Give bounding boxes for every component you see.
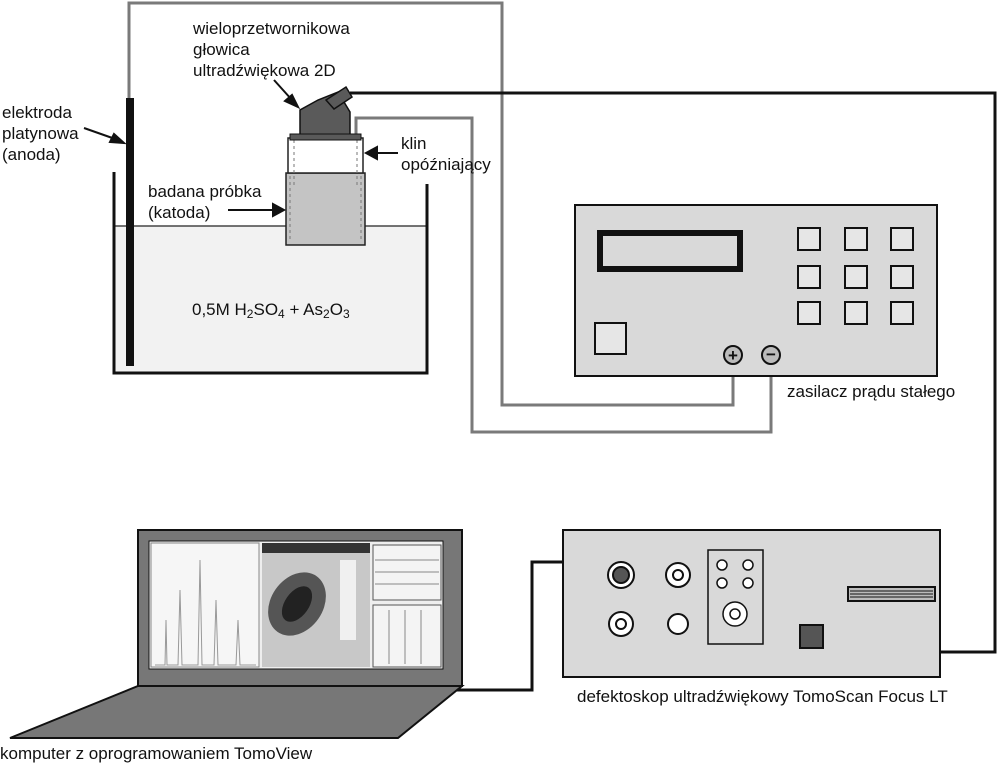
detector-io-panel xyxy=(707,549,764,645)
keypad-button[interactable] xyxy=(844,227,868,251)
power-supply-label-text: zasilacz prądu stałego xyxy=(787,382,956,401)
electrolyte-label: 0,5M H2SO4 + As2O3 xyxy=(192,299,350,325)
wire-sample-to-minus xyxy=(354,116,773,434)
probe-head-label: wieloprzetwornikowa głowica ultradźwięko… xyxy=(193,18,350,81)
power-supply-display xyxy=(597,230,743,272)
wedge-label-line2: opóźniający xyxy=(401,155,491,174)
electrolyte-text-4: O xyxy=(329,300,343,319)
electrolyte-text-3: + As xyxy=(284,300,324,319)
power-supply-keypad xyxy=(797,227,914,325)
connector-core xyxy=(615,618,627,630)
computer-label-text: komputer z oprogramowaniem TomoView xyxy=(0,744,313,763)
screen-side-panel-bottom xyxy=(372,604,442,668)
platinum-electrode xyxy=(126,98,134,366)
electrode-label-line1: elektroda xyxy=(2,103,72,122)
probe-head-label-line3: ultradźwiękowa 2D xyxy=(193,61,336,80)
detector-connectors xyxy=(607,561,691,637)
sample-label: badana próbka (katoda) xyxy=(148,181,261,223)
tank xyxy=(112,172,429,375)
sample xyxy=(285,172,366,246)
probe-head-label-line1: wieloprzetwornikowa xyxy=(193,19,350,38)
minus-terminal xyxy=(761,345,781,365)
minus-terminal-sign: − xyxy=(766,345,776,364)
keypad-button[interactable] xyxy=(844,301,868,325)
keypad-button[interactable] xyxy=(890,301,914,325)
cscan-defect-core xyxy=(281,586,313,622)
wire-head-to-detector xyxy=(350,91,997,654)
wire-electrode-to-plus xyxy=(127,1,735,407)
electrolyte xyxy=(114,226,427,373)
power-supply-label: zasilacz prądu stałego xyxy=(787,381,955,402)
keypad-button[interactable] xyxy=(890,227,914,251)
electrode-label: elektroda platynowa (anoda) xyxy=(2,102,79,165)
plus-terminal xyxy=(723,345,743,365)
electrolyte-sub-2: 4 xyxy=(278,307,285,321)
computer-label: komputer z oprogramowaniem TomoView xyxy=(0,743,312,764)
sample-label-line2: (katoda) xyxy=(148,203,211,222)
electrode-label-line3: (anoda) xyxy=(2,145,61,164)
wedge-label: klin opóźniający xyxy=(401,133,491,175)
keypad-button[interactable] xyxy=(797,301,821,325)
power-switch[interactable] xyxy=(594,322,627,355)
plus-terminal-sign: + xyxy=(728,346,738,365)
delay-wedge xyxy=(287,137,364,174)
electrolyte-sub-3: 2 xyxy=(323,307,330,321)
connector-core xyxy=(672,569,684,581)
screen-ascan-panel xyxy=(150,542,260,668)
laptop-keyboard-base xyxy=(9,685,465,739)
detector-io-ports xyxy=(716,559,754,627)
cscan-light-region xyxy=(340,560,356,640)
electrolyte-sub-1: 2 xyxy=(246,307,254,321)
connector-large-core xyxy=(612,566,630,584)
side-panel-top-lines xyxy=(375,559,439,585)
side-panel-bottom-lines xyxy=(388,610,422,664)
wire-detector-to-laptop xyxy=(440,560,563,692)
detector-slot-lines xyxy=(850,590,933,598)
flaw-detector-label-text: defektoskop ultradźwiękowy TomoScan Focu… xyxy=(577,687,948,706)
keypad-button[interactable] xyxy=(797,227,821,251)
wedge-label-line1: klin xyxy=(401,134,427,153)
keypad-button[interactable] xyxy=(797,265,821,289)
electrode-label-line2: platynowa xyxy=(2,124,79,143)
ascan-trace xyxy=(155,559,256,666)
detector-button[interactable] xyxy=(799,624,824,649)
keypad-button[interactable] xyxy=(844,265,868,289)
cscan-header xyxy=(262,543,370,553)
pointer-arrows xyxy=(83,79,398,218)
probe-connector xyxy=(324,85,354,110)
electrolyte-text-2: SO xyxy=(253,300,279,319)
connector xyxy=(667,613,689,635)
electrolyte-text-1: 0,5M H xyxy=(192,300,247,319)
keypad-button[interactable] xyxy=(890,265,914,289)
probe-base xyxy=(289,133,362,141)
flaw-detector-label: defektoskop ultradźwiękowy TomoScan Focu… xyxy=(577,686,948,707)
probe-head-label-line2: głowica xyxy=(193,40,250,59)
sample-label-line1: badana próbka xyxy=(148,182,262,201)
electrolyte-sub-4: 3 xyxy=(342,307,350,321)
